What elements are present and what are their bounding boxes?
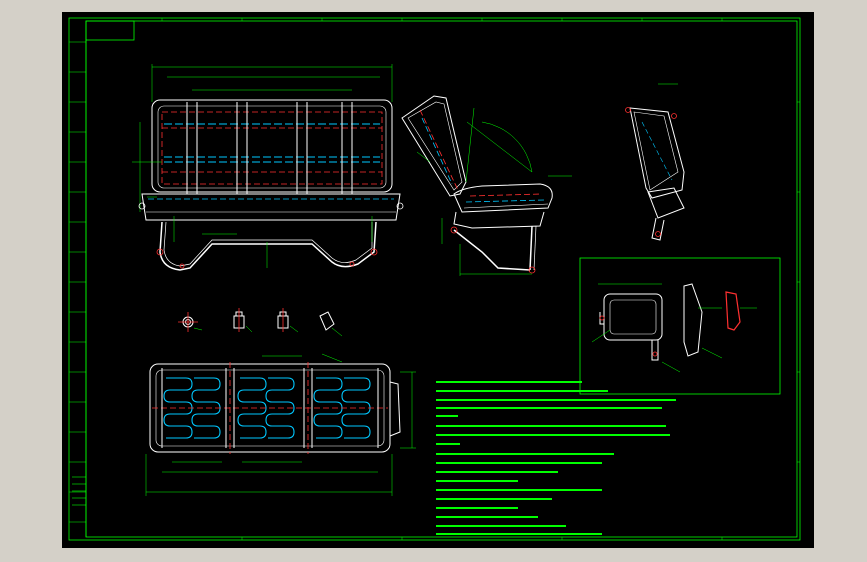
side-view[interactable]: [401, 95, 572, 276]
section-views[interactable]: [178, 308, 343, 337]
cad-drawing: [68, 17, 801, 541]
detail-view[interactable]: [579, 257, 781, 395]
drawing-frame: [68, 17, 801, 541]
front-view[interactable]: [132, 64, 404, 271]
technical-notes: [436, 381, 676, 535]
cad-viewport[interactable]: [62, 12, 814, 548]
frame-ticks: [69, 41, 86, 523]
bottom-view[interactable]: [145, 353, 416, 496]
frame-ruler-ticks: [161, 18, 800, 540]
detail-perspective-view[interactable]: [625, 83, 685, 241]
